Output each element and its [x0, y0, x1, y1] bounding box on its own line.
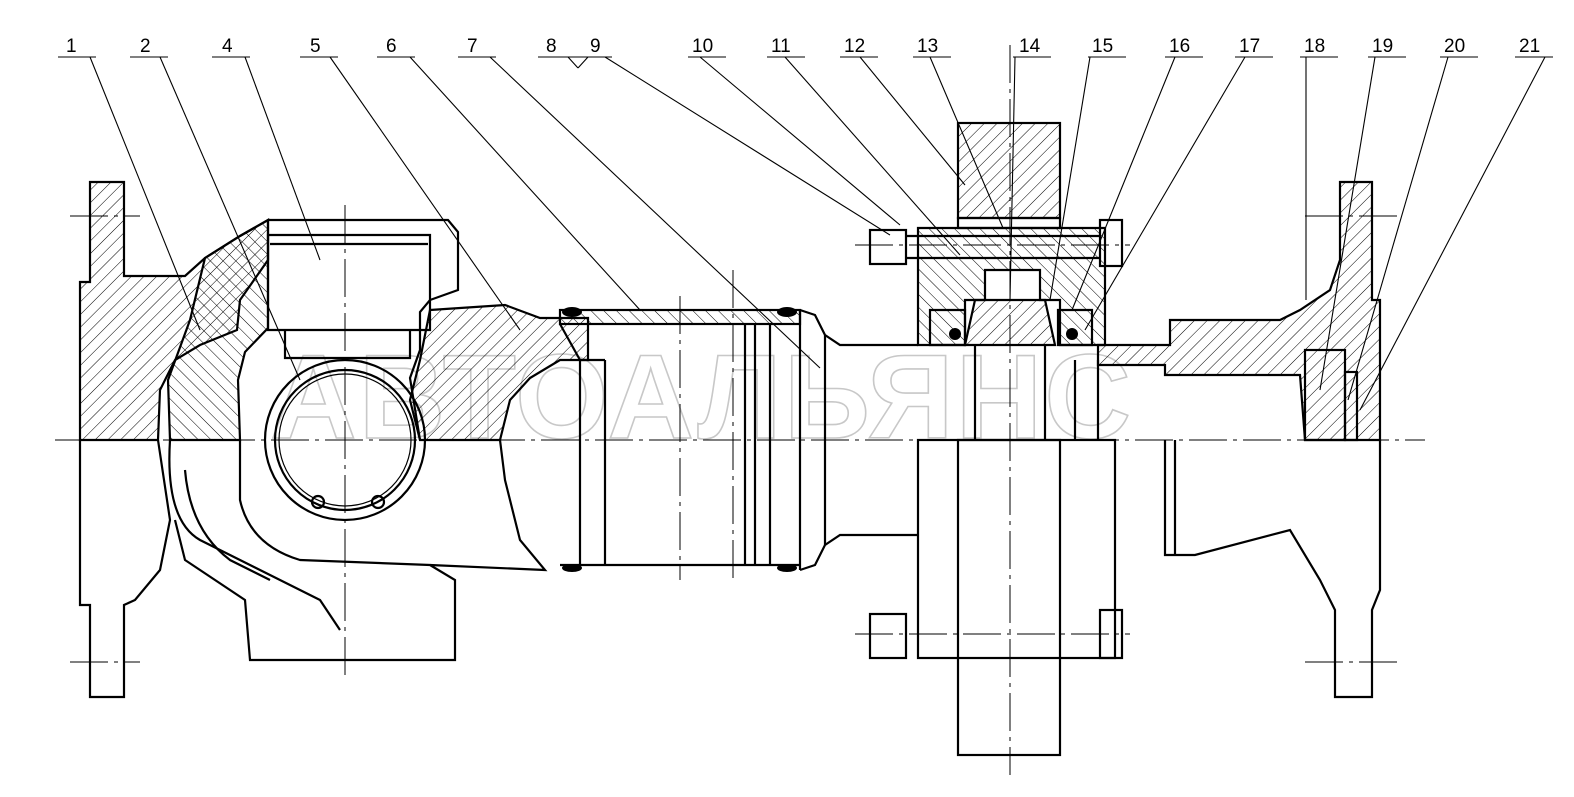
callout-17: 17 [1239, 36, 1260, 57]
callout-leaders [58, 56, 1553, 411]
callout-labels: 1 2 4 5 6 7 8 9 10 11 12 13 14 15 16 17 … [66, 36, 1540, 57]
right-flange-yoke [1096, 180, 1400, 699]
callout-7: 7 [467, 36, 478, 57]
callout-19: 19 [1372, 36, 1393, 57]
callout-1: 1 [66, 36, 77, 57]
callout-6: 6 [386, 36, 397, 57]
callout-13: 13 [917, 36, 938, 57]
universal-joint-yoke [166, 205, 460, 680]
callout-14: 14 [1019, 36, 1041, 57]
callout-4: 4 [222, 36, 233, 57]
shaft-tube [558, 270, 802, 580]
callout-9: 9 [590, 36, 601, 57]
callout-5: 5 [310, 36, 321, 57]
callout-15: 15 [1092, 36, 1113, 57]
callout-16: 16 [1169, 36, 1190, 57]
callout-2: 2 [140, 36, 151, 57]
callout-21: 21 [1519, 36, 1540, 57]
sleeve-yoke [408, 303, 590, 572]
callout-10: 10 [692, 36, 713, 57]
callout-8: 8 [546, 36, 557, 57]
callout-18: 18 [1304, 36, 1325, 57]
callout-11: 11 [771, 36, 791, 57]
callout-20: 20 [1444, 36, 1465, 57]
spline-shaft [798, 308, 918, 572]
callout-12: 12 [844, 36, 865, 57]
intermediate-support [855, 45, 1130, 775]
